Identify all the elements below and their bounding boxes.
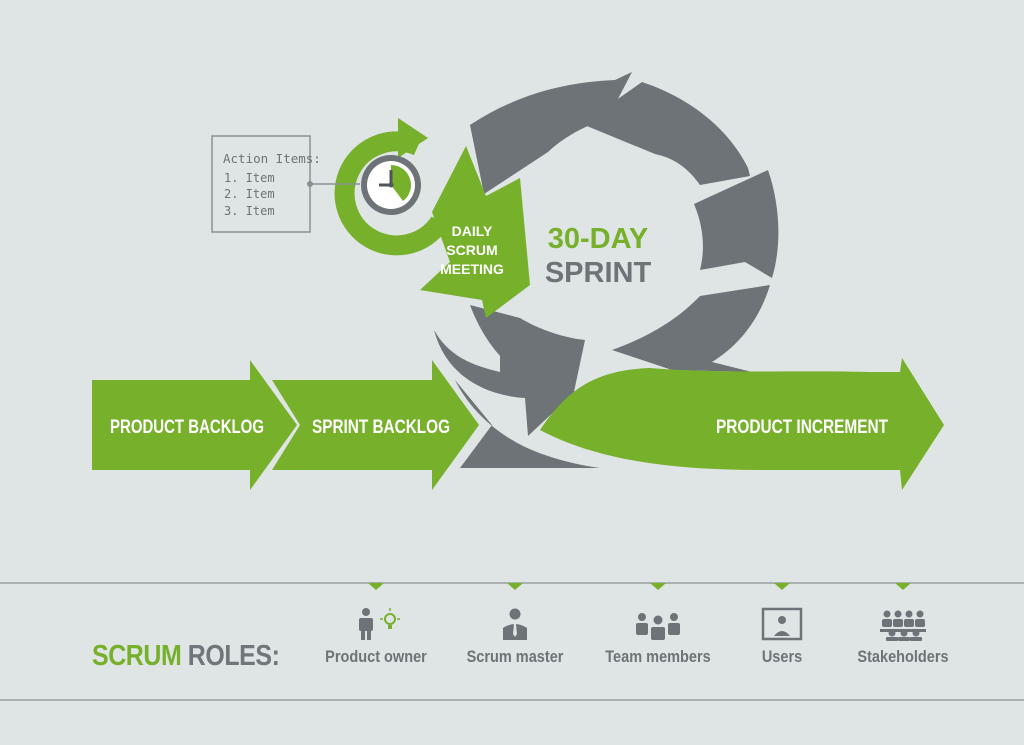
sprint-cycle xyxy=(434,72,779,468)
action-item-3: 3. Item xyxy=(224,204,275,218)
product-backlog-arrow xyxy=(92,360,297,490)
daily-label-3: MEETING xyxy=(440,261,504,277)
clock-icon xyxy=(361,155,421,215)
action-item-1: 1. Item xyxy=(224,171,275,185)
cycle-segment-bottom-right xyxy=(612,285,770,372)
cycle-segment-left-lower xyxy=(470,305,585,420)
audience-icon xyxy=(880,610,926,641)
cycle-segment-top xyxy=(470,72,632,194)
product-increment-arrow xyxy=(540,358,944,490)
sprint-label-word: SPRINT xyxy=(545,257,652,289)
daily-loop-arrowhead xyxy=(398,118,428,158)
action-items-box: Action Items: 1. Item 2. Item 3. Item xyxy=(211,135,360,233)
product-backlog-label: PRODUCT BACKLOG xyxy=(110,417,264,438)
person-with-lightbulb-icon xyxy=(359,608,400,640)
roles-band xyxy=(0,582,1024,701)
sprint-label-days: 30-DAY xyxy=(548,223,648,255)
scrum-roles-label-part2: ROLES: xyxy=(187,640,280,672)
sprint-backlog-arrow xyxy=(272,360,479,490)
role-scrum-master: Scrum master xyxy=(466,648,564,666)
daily-scrum-arrow xyxy=(420,146,530,318)
daily-loop xyxy=(334,118,449,256)
person-on-screen-icon xyxy=(761,607,803,641)
role-stakeholders: Stakeholders xyxy=(857,648,949,666)
action-item-2: 2. Item xyxy=(224,187,275,201)
daily-label-2: SCRUM xyxy=(446,242,497,258)
scrum-roles-label-part1: SCRUM xyxy=(92,640,182,672)
role-users: Users xyxy=(761,648,803,666)
role-product-owner: Product owner xyxy=(325,648,427,666)
role-team-members: Team members xyxy=(605,648,711,666)
cycle-segment-bottom-left xyxy=(434,330,575,436)
daily-label-1: DAILY xyxy=(452,223,493,239)
person-with-tie-icon xyxy=(503,608,527,640)
cycle-segment-right xyxy=(694,170,779,278)
cycle-segment-bottom-tail xyxy=(455,380,600,468)
action-items-title: Action Items: xyxy=(223,151,321,166)
group-of-people-icon xyxy=(636,613,680,640)
cycle-segment-top-right xyxy=(582,82,750,185)
product-increment-label: PRODUCT INCREMENT xyxy=(716,417,888,438)
daily-loop-arrow xyxy=(334,131,449,256)
sprint-backlog-label: SPRINT BACKLOG xyxy=(312,417,450,438)
scrum-roles-label: SCRUM ROLES: xyxy=(92,640,280,673)
